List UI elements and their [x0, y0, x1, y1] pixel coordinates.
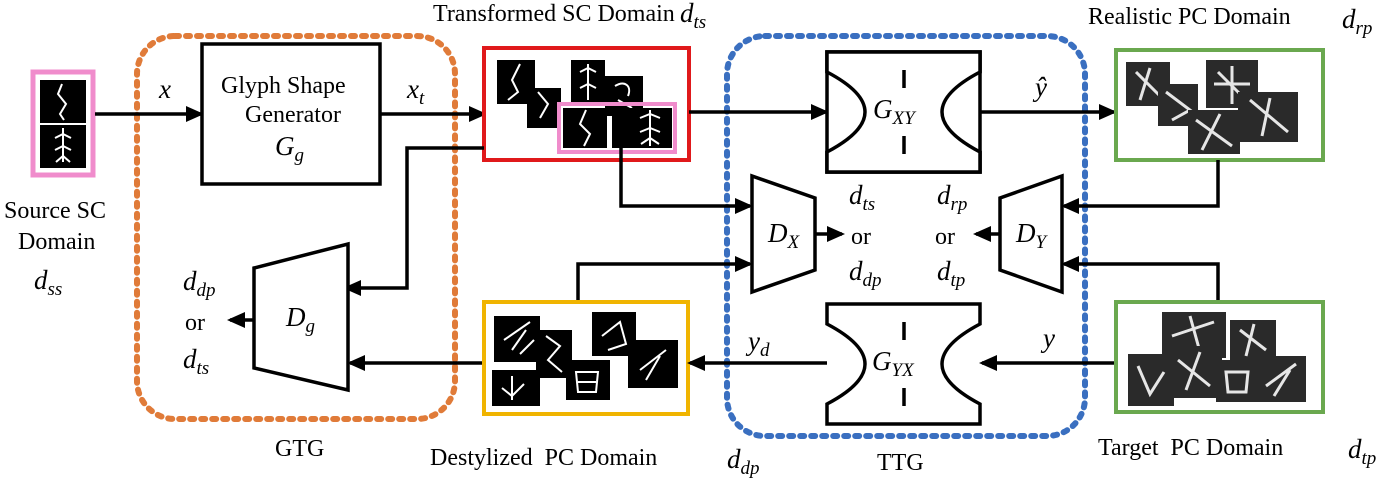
- yd-label: yd: [745, 326, 770, 361]
- dx-output-1: dts: [849, 180, 875, 215]
- yhat-label: ŷ: [1032, 72, 1047, 102]
- gtg-group-border: [134, 33, 458, 422]
- gxy-generator-outline: [825, 50, 982, 174]
- xt-label: xt: [406, 74, 425, 109]
- transformed-domain-label: Transformed SC Domain: [433, 1, 675, 27]
- dy-output-or: or: [935, 224, 955, 250]
- arrow-target-to-dy: [1061, 256, 1220, 300]
- dg-output-2: dts: [183, 344, 209, 379]
- x-label: x: [158, 74, 171, 104]
- dy-output-1: drp: [937, 180, 967, 215]
- realistic-domain-symbol: drp: [1342, 4, 1372, 39]
- generator-line2: Generator: [245, 102, 341, 128]
- destylized-glyph-images: [492, 312, 678, 406]
- source-domain-label: Domain: [18, 229, 95, 255]
- arrow-transformed-to-dg: [343, 146, 484, 296]
- generator-symbol: Gg: [275, 131, 304, 166]
- arrow-destylized-to-dx: [576, 256, 753, 302]
- dx-discriminator-shape: [750, 173, 817, 295]
- dg-output-or: or: [185, 310, 205, 336]
- destylized-domain-symbol: ddp: [727, 444, 760, 478]
- arrow-realistic-to-dy: [1061, 160, 1220, 214]
- dy-output-2: dtp: [937, 256, 965, 291]
- realistic-glyph-images: [1126, 60, 1298, 154]
- dg-output-1: ddp: [183, 266, 216, 301]
- dg-discriminator-shape: [252, 241, 350, 393]
- y-label: y: [1040, 323, 1055, 353]
- source-sc-domain: [30, 69, 96, 178]
- source-domain-symbol: dss: [34, 265, 62, 300]
- destylized-domain-label: Destylized PC Domain: [430, 445, 657, 471]
- dx-output-or: or: [851, 224, 871, 250]
- source-sc-label: Source SC: [4, 198, 106, 224]
- gtg-group-label: GTG: [275, 436, 324, 462]
- gyx-label: GYX: [872, 346, 915, 381]
- dy-discriminator-shape: [998, 173, 1064, 295]
- arrow-transformed-to-dx: [619, 148, 753, 214]
- transformed-domain-symbol: dts: [680, 0, 706, 33]
- ttg-group-border: [724, 33, 1088, 439]
- gyx-generator-outline: [825, 302, 982, 426]
- realistic-domain-label: Realistic PC Domain: [1088, 4, 1291, 30]
- ttg-group-label: TTG: [877, 450, 924, 476]
- dy-label: DY: [1015, 218, 1049, 253]
- dx-output-2: ddp: [849, 256, 882, 291]
- transformed-glyph-images: [497, 60, 677, 154]
- gxy-label: GXY: [873, 94, 917, 129]
- glyph-shape-generator-box: [200, 42, 382, 186]
- target-domain-symbol: dtp: [1348, 434, 1376, 469]
- transformed-highlight: [557, 102, 677, 154]
- dg-label: Dg: [285, 302, 315, 337]
- source-glyph-image: [40, 80, 86, 168]
- dx-label: DX: [767, 218, 801, 253]
- target-domain-label: Target PC Domain: [1098, 435, 1283, 461]
- generator-line1: Glyph Shape: [221, 73, 346, 99]
- target-glyph-images: [1128, 312, 1306, 406]
